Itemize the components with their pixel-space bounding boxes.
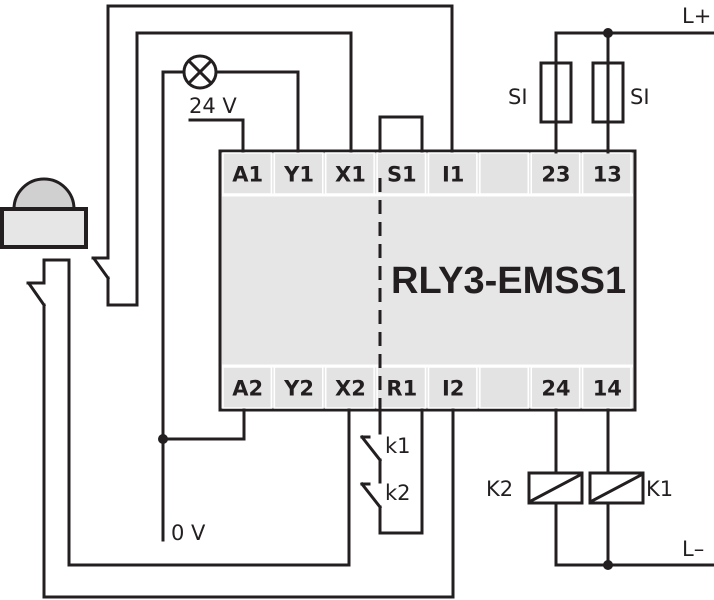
contact-slant-left bbox=[27, 282, 47, 308]
terminal-i2: I2 bbox=[442, 377, 464, 401]
terminal-a2: A2 bbox=[232, 377, 263, 401]
relay-module: A1 Y1 X1 S1 I1 23 13 A2 Y2 X2 R1 I2 24 14 RLY3-EMSS1 bbox=[218, 149, 637, 412]
top-terminal-cell bbox=[581, 152, 632, 195]
wire-r1-return bbox=[378, 408, 424, 535]
fuse-right bbox=[591, 61, 625, 124]
top-terminal-cell bbox=[479, 152, 529, 195]
junction-dot-0v bbox=[158, 434, 168, 444]
bottom-terminal-cell bbox=[273, 366, 324, 409]
coil-k1 bbox=[588, 471, 645, 505]
bottom-terminal-cell bbox=[376, 366, 427, 409]
terminal-13: 13 bbox=[593, 163, 622, 187]
terminal-r1: R1 bbox=[386, 377, 417, 401]
fuse-left bbox=[539, 61, 573, 124]
wire-x1 bbox=[106, 31, 353, 307]
junction-dot-l-plus bbox=[603, 28, 613, 38]
bottom-terminal-cell bbox=[427, 366, 478, 409]
device-name: RLY3-EMSS1 bbox=[391, 260, 626, 302]
k1-slant bbox=[359, 434, 383, 463]
label-fuse-left: SI bbox=[508, 85, 528, 109]
label-k1-contact: k1 bbox=[385, 434, 411, 458]
wire-24v-a1 bbox=[188, 118, 245, 153]
label-fuse-right: SI bbox=[630, 85, 650, 109]
wire-x2 bbox=[26, 258, 351, 567]
label-k2-contact: k2 bbox=[385, 481, 411, 505]
label-l-plus: L+ bbox=[682, 4, 711, 28]
terminal-i1: I1 bbox=[442, 163, 464, 187]
terminal-24: 24 bbox=[541, 377, 570, 401]
label-l-minus: L– bbox=[682, 537, 704, 561]
terminal-x1: X1 bbox=[335, 163, 366, 187]
bottom-terminal-cell bbox=[479, 366, 529, 409]
l-minus-bus bbox=[554, 408, 714, 567]
terminal-x2: X2 bbox=[335, 377, 366, 401]
coil-k2 bbox=[527, 471, 584, 505]
wire-i1 bbox=[91, 4, 454, 260]
wire-lamp-left bbox=[161, 70, 186, 542]
terminal-a1: A1 bbox=[232, 163, 263, 187]
terminal-14: 14 bbox=[593, 377, 622, 401]
terminal-y1: Y1 bbox=[283, 163, 314, 187]
bottom-terminal-cell bbox=[325, 366, 375, 409]
label-24v: 24 V bbox=[189, 94, 237, 118]
s1-jumper bbox=[378, 115, 424, 153]
terminal-s1: S1 bbox=[387, 163, 417, 187]
bottom-terminal-cell bbox=[581, 366, 632, 409]
junction-dot-l-minus bbox=[603, 560, 613, 570]
k2-slant bbox=[359, 481, 383, 510]
lamp-icon bbox=[182, 54, 218, 90]
terminal-23: 23 bbox=[541, 163, 570, 187]
top-terminal-cell bbox=[325, 152, 375, 195]
label-k1-coil: K1 bbox=[646, 477, 673, 501]
bottom-terminal-cell bbox=[222, 366, 273, 409]
wire-a2 bbox=[161, 408, 246, 441]
terminal-y2: Y2 bbox=[283, 377, 314, 401]
wire-lamp-y1 bbox=[214, 70, 300, 153]
wire-i2 bbox=[42, 303, 455, 599]
label-0v: 0 V bbox=[171, 521, 206, 545]
emergency-stop-button-icon bbox=[0, 177, 88, 249]
top-terminal-cell bbox=[427, 152, 478, 195]
label-k2-coil: K2 bbox=[486, 477, 513, 501]
contact-slant-right bbox=[92, 257, 111, 281]
